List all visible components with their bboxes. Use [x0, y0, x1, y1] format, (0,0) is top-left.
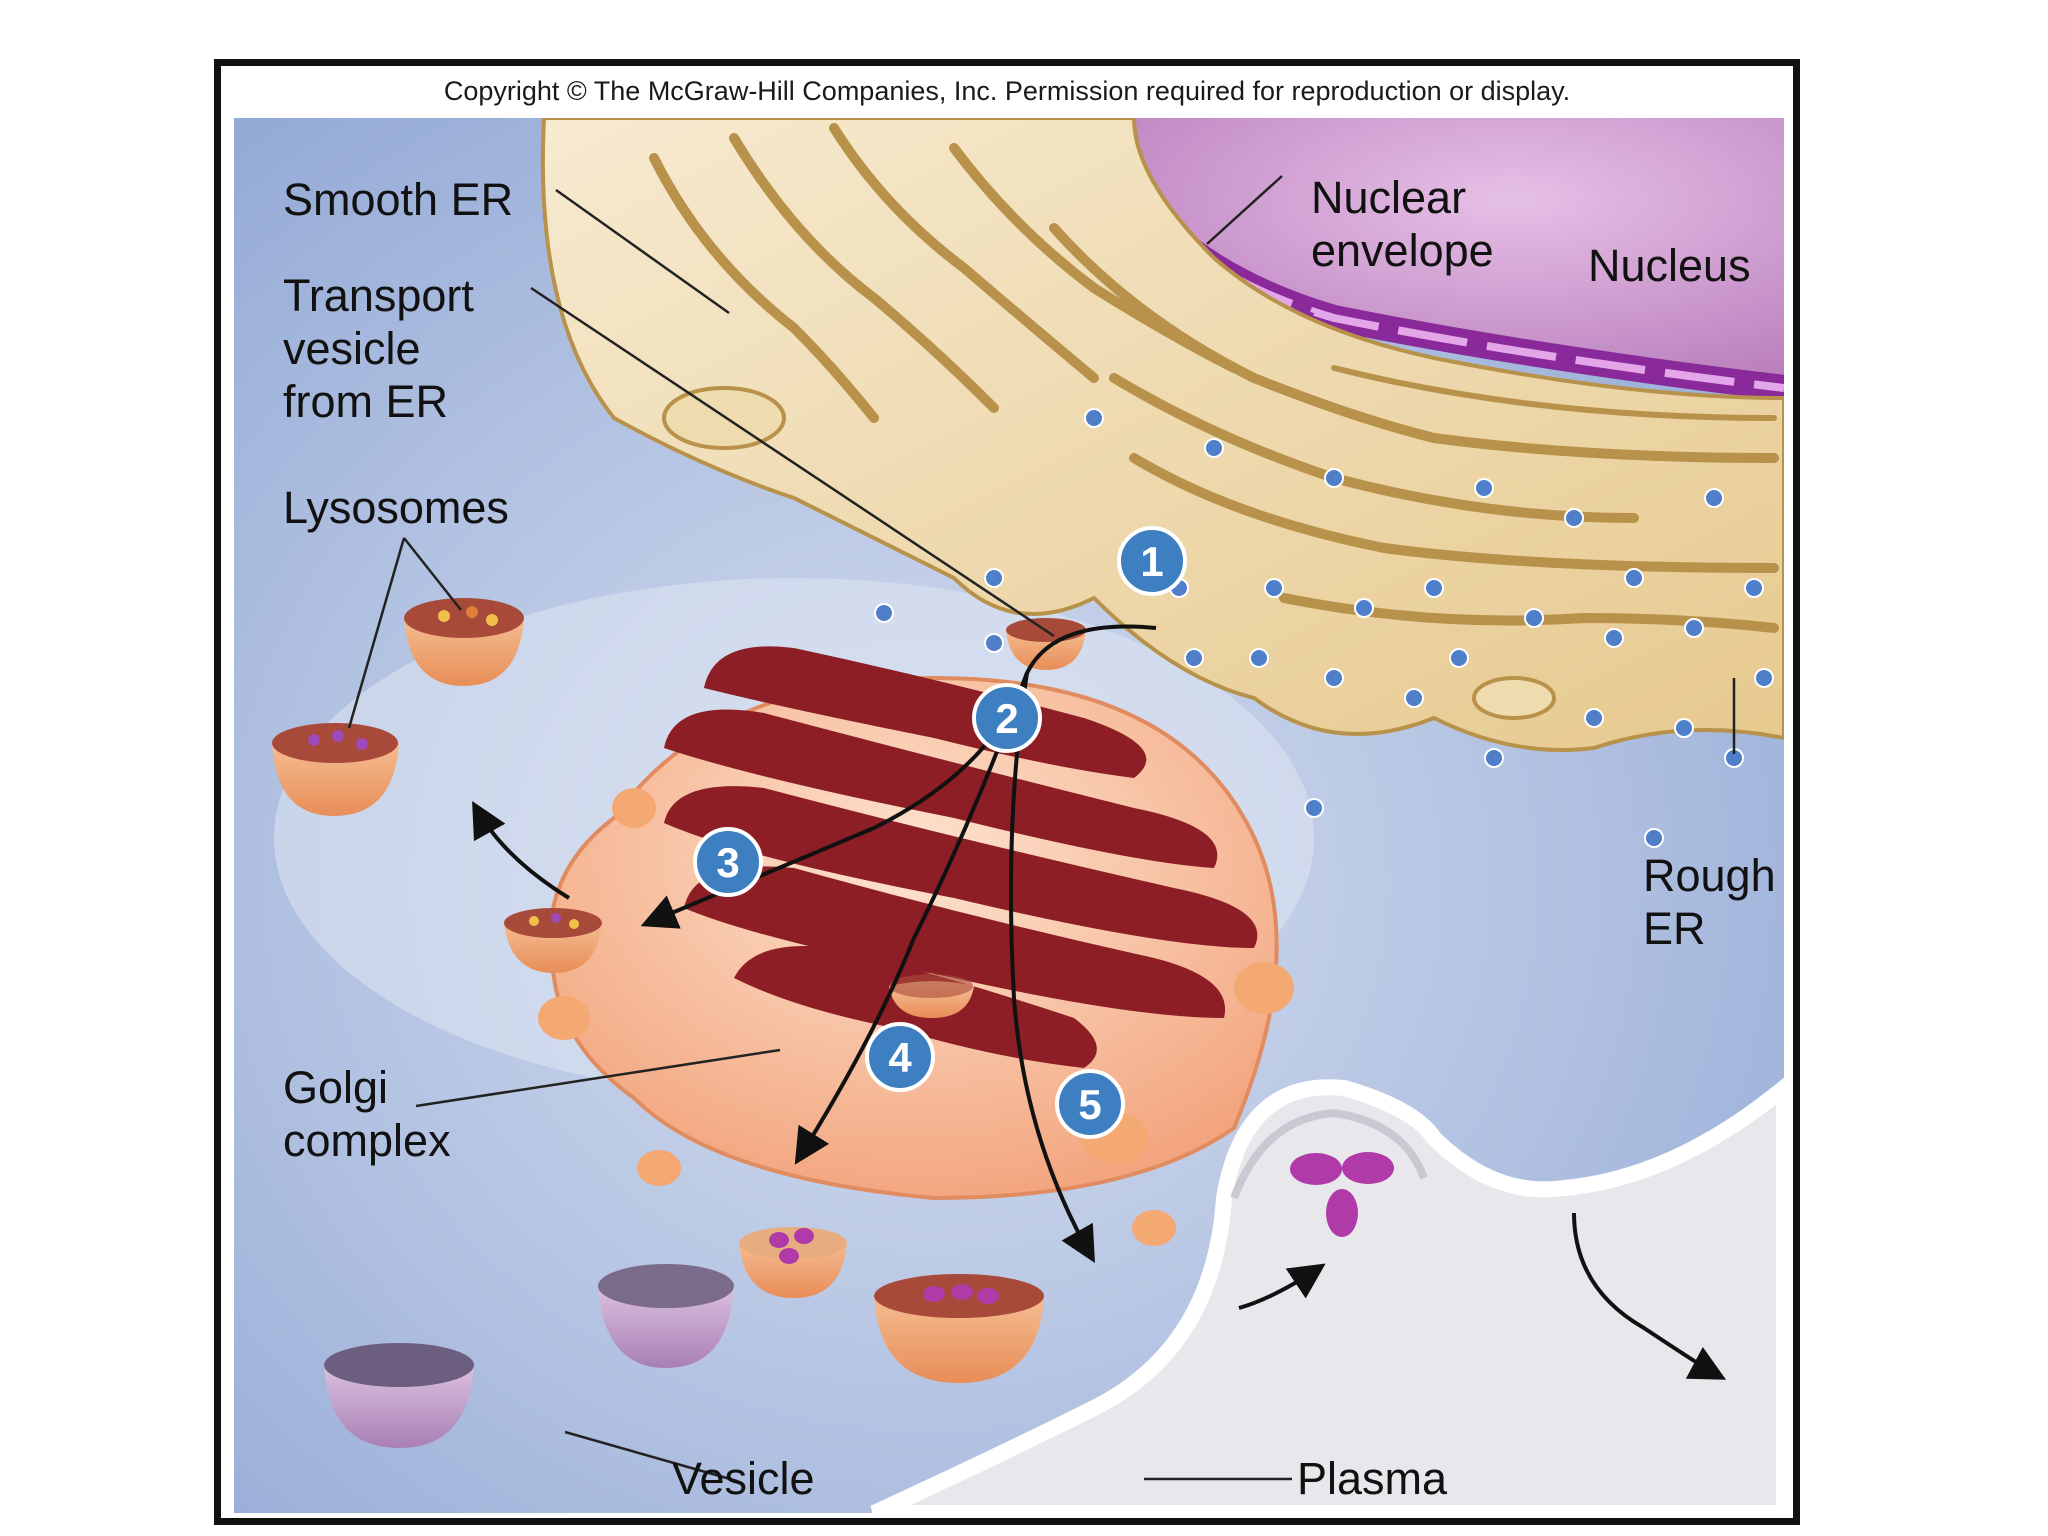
- secreted-granule: [1290, 1153, 1342, 1185]
- step-2-badge: 2: [972, 683, 1042, 753]
- label-plasma-membrane: Plasma membrane: [1297, 1453, 1512, 1513]
- lysosome: [404, 598, 524, 686]
- label-rough-er: Rough ER: [1643, 850, 1776, 954]
- golgi-complex: [538, 646, 1294, 1246]
- step-5-badge: 5: [1055, 1069, 1125, 1139]
- svg-text:4: 4: [888, 1034, 912, 1081]
- copyright-notice: Copyright © The McGraw-Hill Companies, I…: [443, 76, 1571, 106]
- step-1-badge: 1: [1117, 526, 1187, 596]
- lysosome: [272, 723, 399, 816]
- fusing-vesicle: [598, 1264, 734, 1368]
- step-badges: 1 2 3 4 5: [693, 526, 1187, 1139]
- arrow-exocytosis: [1572, 1212, 1727, 1380]
- lysosome: [504, 908, 602, 973]
- arrow-to-secretion: [1008, 672, 1095, 1263]
- arrow-lysosome-release: [472, 801, 571, 900]
- step-4-badge: 4: [865, 1022, 935, 1092]
- svg-text:3: 3: [716, 839, 739, 886]
- ribosomes: [874, 408, 1774, 848]
- label-vesicle: Vesicle: [672, 1453, 815, 1504]
- label-smooth-er: Smooth ER: [283, 174, 514, 225]
- empty-vesicle: [324, 1343, 474, 1448]
- svg-text:2: 2: [995, 695, 1018, 742]
- label-nuclear-envelope: Nuclear envelope: [1311, 172, 1494, 276]
- figure-frame: Copyright © The McGraw-Hill Companies, I…: [214, 59, 1800, 1525]
- secretory-vesicle-golgi: [739, 1227, 847, 1298]
- vesicles: [324, 1227, 1044, 1448]
- lysosomes: [272, 598, 602, 973]
- secretory-vesicle-membrane: [874, 1274, 1044, 1383]
- diagram-svg: 1 2 3 4 5: [234, 118, 1784, 1513]
- plasma-membrane: [870, 1077, 1784, 1513]
- label-lysosomes: Lysosomes: [283, 482, 509, 533]
- label-transport-vesicle: Transport vesicle from ER: [283, 270, 474, 427]
- label-nucleus: Nucleus: [1588, 240, 1751, 291]
- arrow-to-membrane: [1238, 1263, 1326, 1310]
- secreted-granule: [1342, 1152, 1394, 1184]
- endoplasmic-reticulum: [540, 118, 1784, 752]
- secreted-granule: [1326, 1189, 1358, 1237]
- cell-illustration: 1 2 3 4 5 Smooth E: [234, 118, 1784, 1513]
- arrow-to-vesicle: [794, 672, 1029, 1165]
- svg-text:1: 1: [1140, 538, 1163, 585]
- step-3-badge: 3: [693, 827, 763, 897]
- leader-lines: [347, 175, 1736, 1483]
- label-golgi-complex: Golgi complex: [283, 1062, 451, 1166]
- svg-text:5: 5: [1078, 1081, 1101, 1128]
